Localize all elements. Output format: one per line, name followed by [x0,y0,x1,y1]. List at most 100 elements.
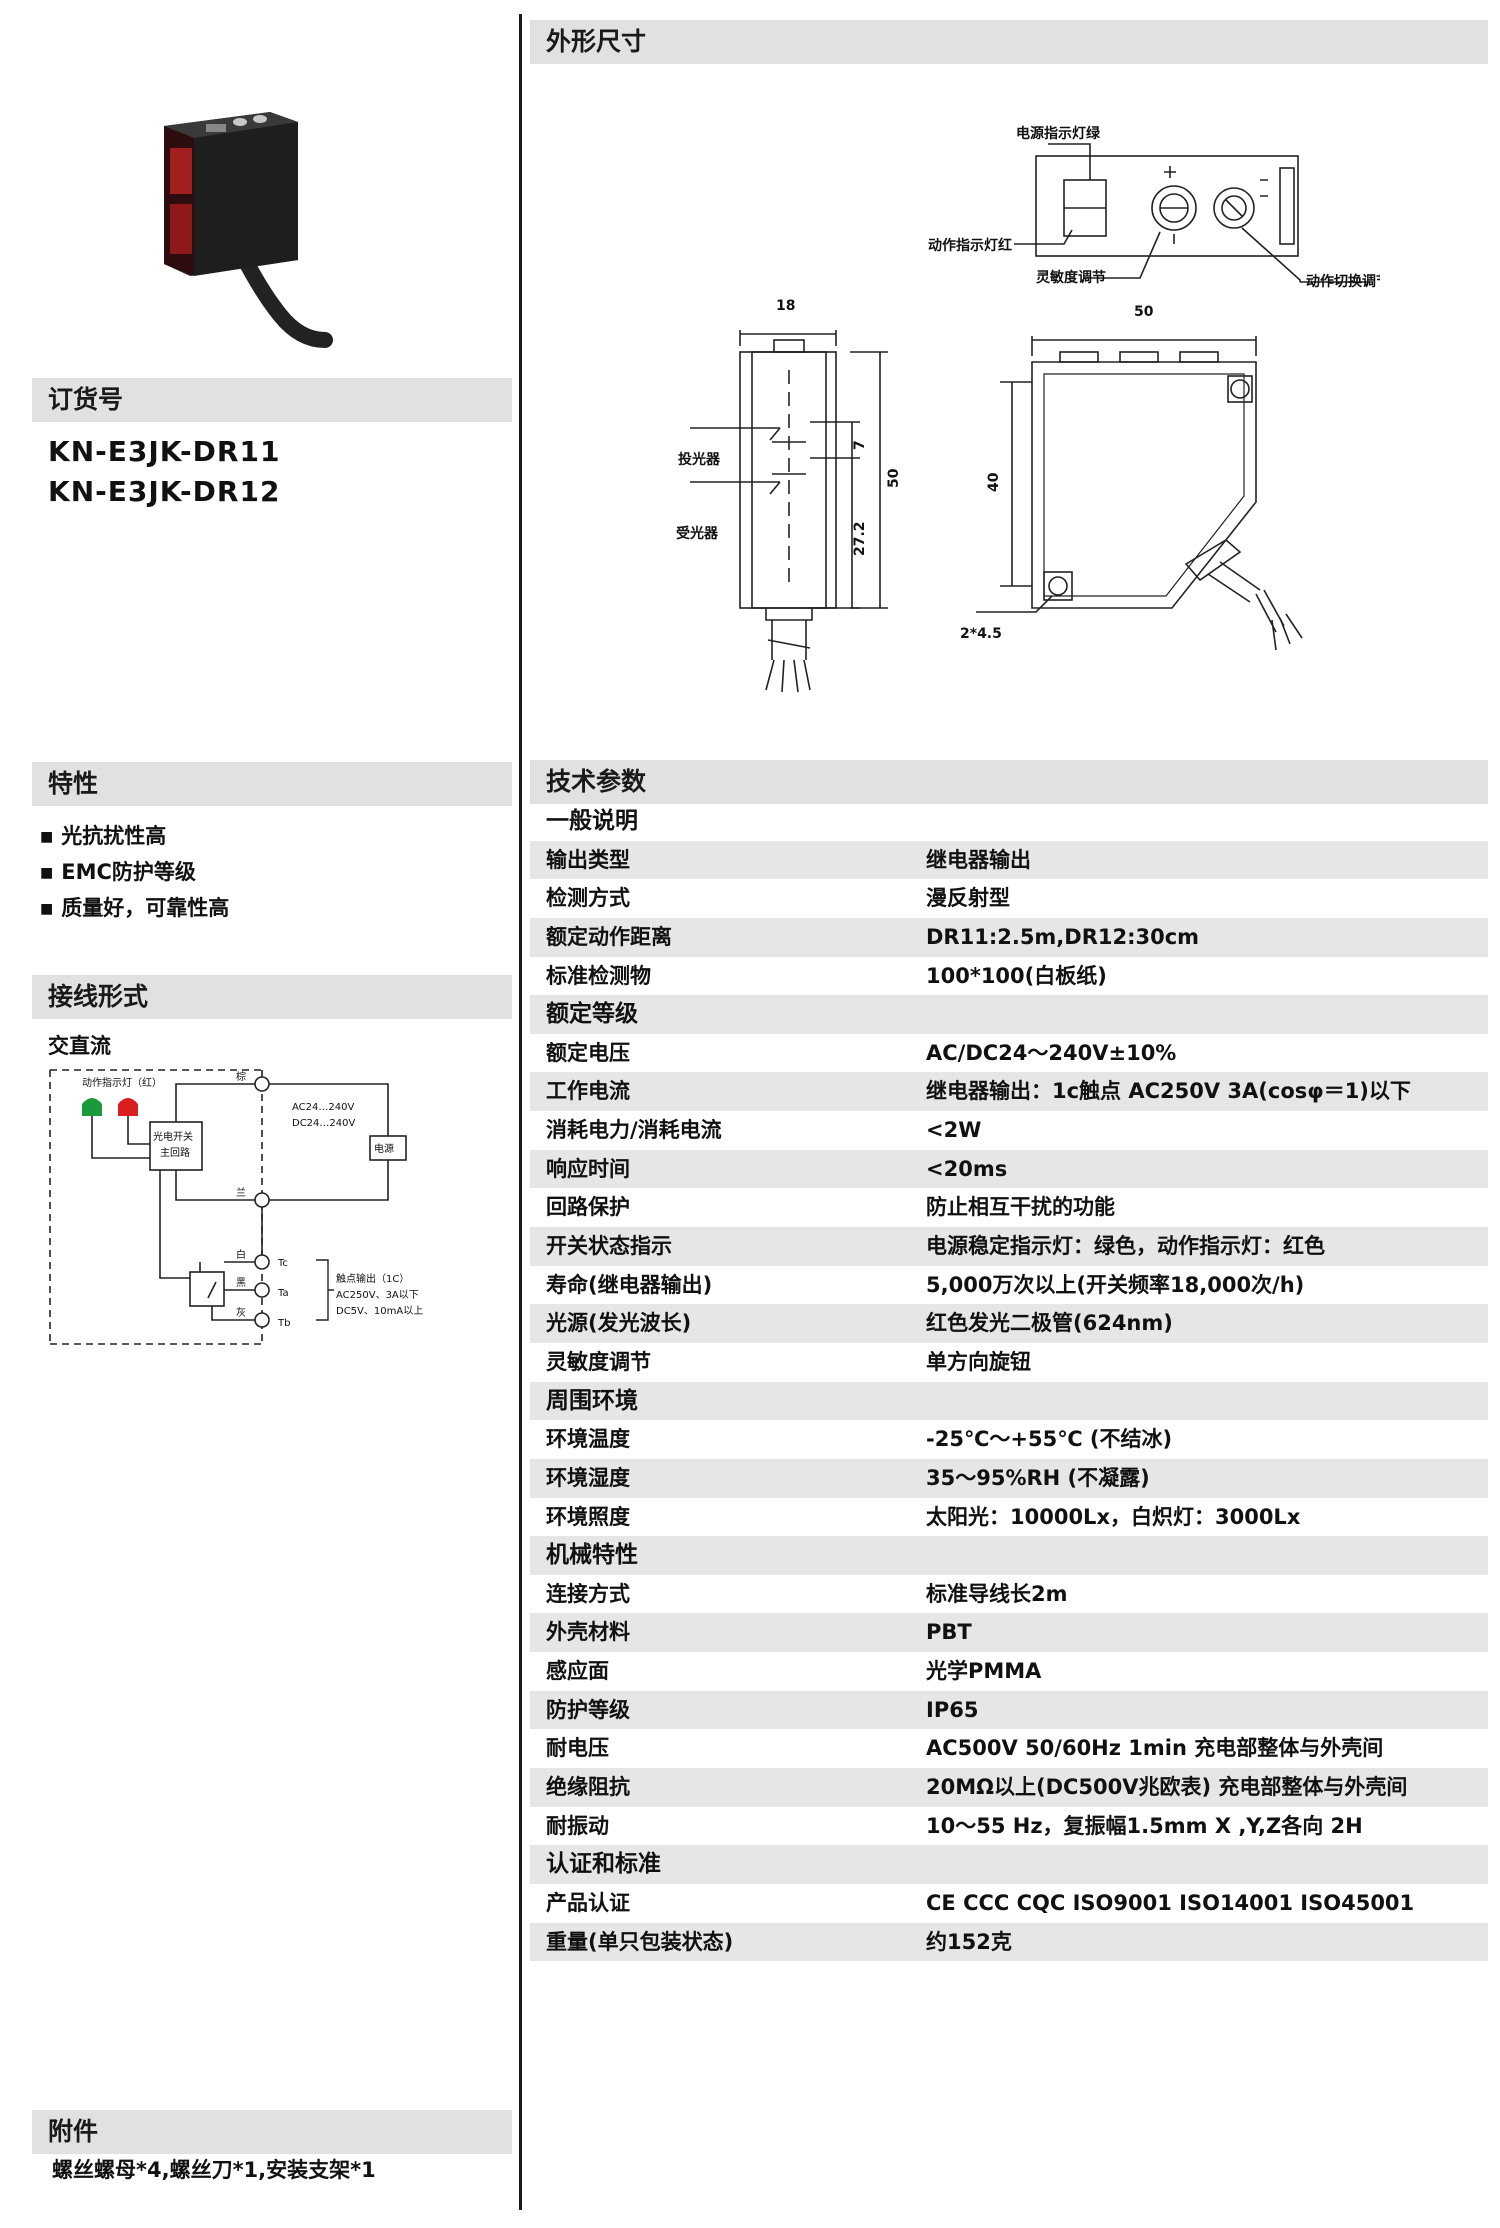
spec-row: 回路保护防止相互干扰的功能 [530,1188,1488,1227]
dimension-drawing: 电源指示灯绿 动作指示灯红 灵敏度调节 动作切换调节 投光器 受光器 18 50… [676,125,1380,693]
spec-value: <2W [926,1118,982,1143]
spec-row: 输出类型 继电器输出 [530,840,1488,880]
spec-value: AC500V 50/60Hz 1min 充电部整体与外壳间 [926,1736,1384,1761]
order-number: KN-E3JK-DR12 [48,475,281,508]
order-number: KN-E3JK-DR11 [48,435,281,468]
spec-label: 额定动作距离 [546,924,672,949]
dim-7: 7 [852,440,868,450]
spec-row: 连接方式 标准导线长2m [530,1575,1488,1614]
spec-label: 灵敏度调节 [546,1349,651,1374]
spec-category-row: 周围环境 [530,1381,1488,1421]
specs-section-header: 技术参数 [530,760,1488,804]
spec-row: 额定动作距离 DR11:2.5m,DR12:30cm [530,917,1488,957]
spec-label: 响应时间 [546,1156,630,1181]
spec-value: 10～55 Hz，复振幅1.5mm X ,Y,Z各向 2H [926,1813,1363,1838]
spec-value: 继电器输出 [926,847,1031,872]
spec-row: 检测方式漫反射型 [530,879,1488,918]
spec-value: 20MΩ以上(DC500V兆欧表) 充电部整体与外壳间 [926,1775,1408,1800]
column-divider [519,14,522,2210]
spec-value: PBT [926,1620,972,1645]
spec-label: 重量(单只包装状态) [546,1929,734,1954]
spec-label: 防护等级 [546,1697,630,1722]
spec-row: 灵敏度调节 单方向旋钮 [530,1343,1488,1382]
supply-dc-label: DC24…240V [292,1118,355,1129]
features-list: 光抗扰性高 EMC防护等级 质量好，可靠性高 [40,820,229,928]
accessories-section-header: 附件 [32,2110,512,2154]
spec-label: 环境照度 [546,1504,630,1529]
spec-row: 环境温度-25℃～+55℃ (不结冰) [530,1420,1488,1459]
spec-category: 认证和标准 [546,1851,661,1878]
spec-row: 耐电压 AC500V 50/60Hz 1min 充电部整体与外壳间 [530,1729,1488,1768]
spec-value: 标准导线长2m [926,1581,1068,1606]
sensitivity-label: 灵敏度调节 [1036,269,1106,286]
feature-item: EMC防护等级 [40,856,229,892]
gray-label: 灰 [236,1306,246,1319]
spec-value: 继电器输出：1c触点 AC250V 3A(cosφ＝1)以下 [926,1079,1411,1104]
spec-row: 工作电流 继电器输出：1c触点 AC250V 3A(cosφ＝1)以下 [530,1072,1488,1112]
spec-label: 工作电流 [546,1079,630,1104]
spec-label: 输出类型 [546,847,630,872]
spec-category-row: 额定等级 [530,995,1488,1034]
spec-row: 开关状态指示电源稳定指示灯：绿色，动作指示灯：红色 [530,1227,1488,1266]
contact-note-3: DC5V、10mA以上 [336,1305,423,1317]
circuit-label-2: 主回路 [160,1146,190,1159]
product-photo [164,112,333,348]
spec-value: 电源稳定指示灯：绿色，动作指示灯：红色 [926,1234,1325,1259]
spec-row: 绝缘阻抗 20MΩ以上(DC500V兆欧表) 充电部整体与外壳间 [530,1768,1488,1807]
spec-label: 光源(发光波长) [546,1311,692,1336]
spec-value: 35～95%RH (不凝露) [926,1465,1150,1490]
spec-label: 外壳材料 [546,1620,630,1645]
spec-label: 感应面 [546,1659,609,1684]
feature-item: 质量好，可靠性高 [40,892,229,928]
dim-width: 18 [776,298,795,314]
spec-table: 一般说明输出类型 继电器输出检测方式漫反射型额定动作距离 DR11:2.5m,DR1… [530,802,1488,1962]
spec-category: 额定等级 [546,1001,638,1028]
dim-side-width: 50 [1134,304,1154,320]
power-led-label: 电源指示灯绿 [1016,125,1101,142]
spec-value: CE CCC CQC ISO9001 ISO14001 ISO45001 [926,1890,1415,1915]
spec-value: 太阳光：10000Lx，白炽灯：3000Lx [926,1504,1301,1529]
spec-row: 环境照度 太阳光：10000Lx，白炽灯：3000Lx [530,1498,1488,1537]
spec-value: 漫反射型 [926,886,1010,911]
spec-label: 绝缘阻抗 [546,1775,630,1800]
wiring-diagram: 动作指示灯（红） 光电开关 主回路 棕 兰 白 黑 灰 AC24…240V DC… [49,1069,423,1345]
brown-label: 棕 [236,1070,246,1083]
spec-value: 单方向旋钮 [926,1349,1031,1374]
order-number-list: KN-E3JK-DR11 KN-E3JK-DR12 [48,432,280,512]
power-label: 电源 [374,1142,394,1155]
spec-value: -25℃～+55℃ (不结冰) [926,1427,1173,1452]
spec-label: 消耗电力/消耗电流 [546,1118,722,1143]
white-label: 白 [236,1248,246,1261]
action-led-label: 动作指示灯红 [928,237,1012,254]
spec-label: 耐电压 [546,1736,609,1761]
tc-label: Tc [277,1258,288,1269]
circuit-label-1: 光电开关 [153,1130,193,1143]
features-section-header: 特性 [32,762,512,806]
spec-label: 耐振动 [546,1813,609,1838]
spec-value: 5,000万次以上(开关频率18,000次/h) [926,1272,1305,1297]
spec-category: 周围环境 [546,1387,638,1414]
spec-row: 光源(发光波长)红色发光二极管(624nm) [530,1304,1488,1343]
indicator-label: 动作指示灯（红） [82,1076,162,1089]
wiring-section-header: 接线形式 [32,975,512,1019]
spec-category-row: 一般说明 [530,802,1488,841]
receiver-label: 受光器 [676,525,719,542]
spec-row: 消耗电力/消耗电流 <2W [530,1111,1488,1150]
dim-hole: 2*4.5 [960,626,1002,642]
spec-label: 连接方式 [546,1581,630,1606]
order-section-header: 订货号 [32,378,512,422]
spec-row: 外壳材料 PBT [530,1613,1488,1653]
spec-value: DR11:2.5m,DR12:30cm [926,924,1200,949]
dim-27-2: 27.2 [852,521,868,556]
spec-category: 一般说明 [546,808,638,834]
blue-label: 兰 [236,1186,246,1199]
spec-value: 约152克 [926,1929,1012,1954]
supply-ac-label: AC24…240V [292,1102,354,1113]
spec-value: AC/DC24～240V±10% [926,1040,1177,1065]
contact-note-2: AC250V、3A以下 [336,1290,419,1301]
